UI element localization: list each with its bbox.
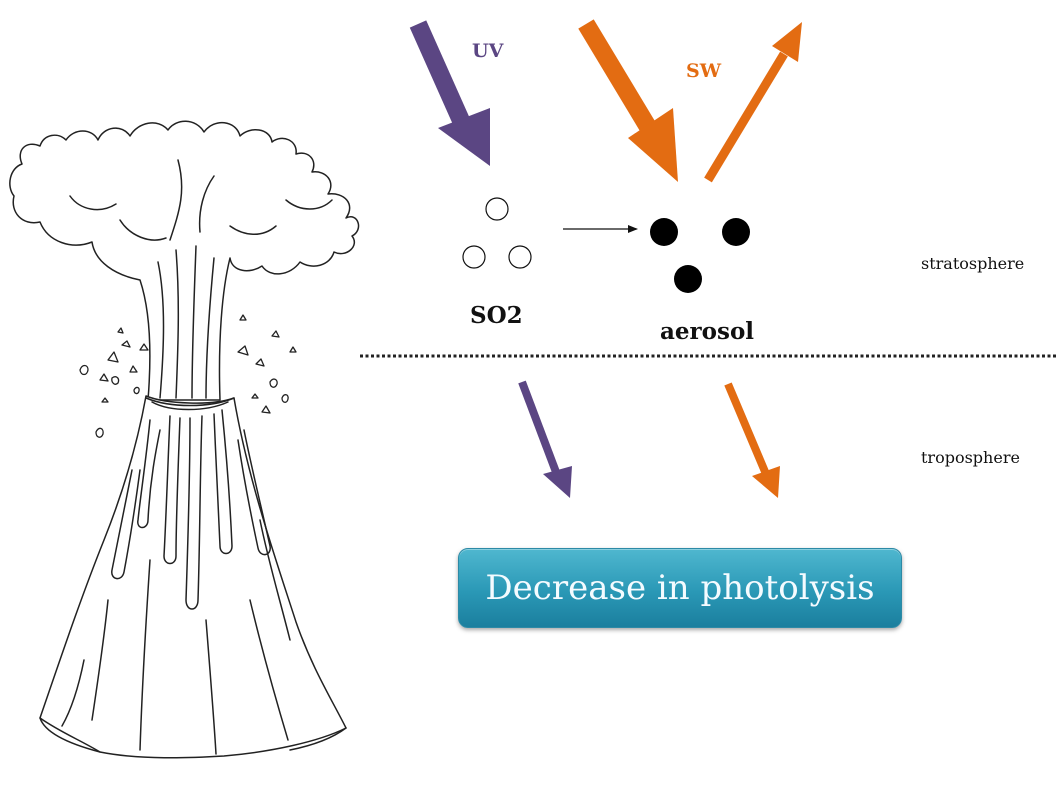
so2-particle (462, 245, 486, 269)
so2-particle (485, 197, 509, 221)
ejecta-left (79, 327, 149, 438)
lava-streaks (61, 409, 291, 755)
conversion-arrow (563, 225, 638, 233)
ash-column-lines (69, 159, 333, 399)
aerosol-particles (650, 218, 750, 293)
volcano-crater (145, 397, 235, 411)
aerosol-label: aerosol (660, 318, 755, 345)
aerosol-particle (674, 265, 702, 293)
result-text: Decrease in photolysis (485, 568, 875, 608)
so2-particle (508, 245, 532, 269)
result-box: Decrease in photolysis (458, 548, 902, 628)
troposphere-label: troposphere (921, 448, 1020, 467)
stratosphere-label: stratosphere (921, 254, 1025, 273)
ejecta-right (237, 314, 297, 414)
sw-arrow-incoming (578, 19, 678, 182)
volcano-cone (39, 395, 347, 759)
ash-cloud (9, 120, 360, 401)
volcano-base (39, 717, 347, 753)
aerosol-particle (650, 218, 678, 246)
so2-molecules (462, 197, 532, 269)
sw-arrow-reflected (704, 22, 802, 183)
uv-arrow-troposphere (518, 380, 572, 498)
uv-arrow-incoming (409, 20, 490, 166)
sw-label: SW (686, 60, 722, 82)
volcano-icon (9, 120, 360, 759)
so2-label: SO2 (470, 302, 523, 329)
uv-label: UV (472, 40, 504, 62)
sw-arrow-troposphere (724, 382, 780, 498)
aerosol-particle (722, 218, 750, 246)
